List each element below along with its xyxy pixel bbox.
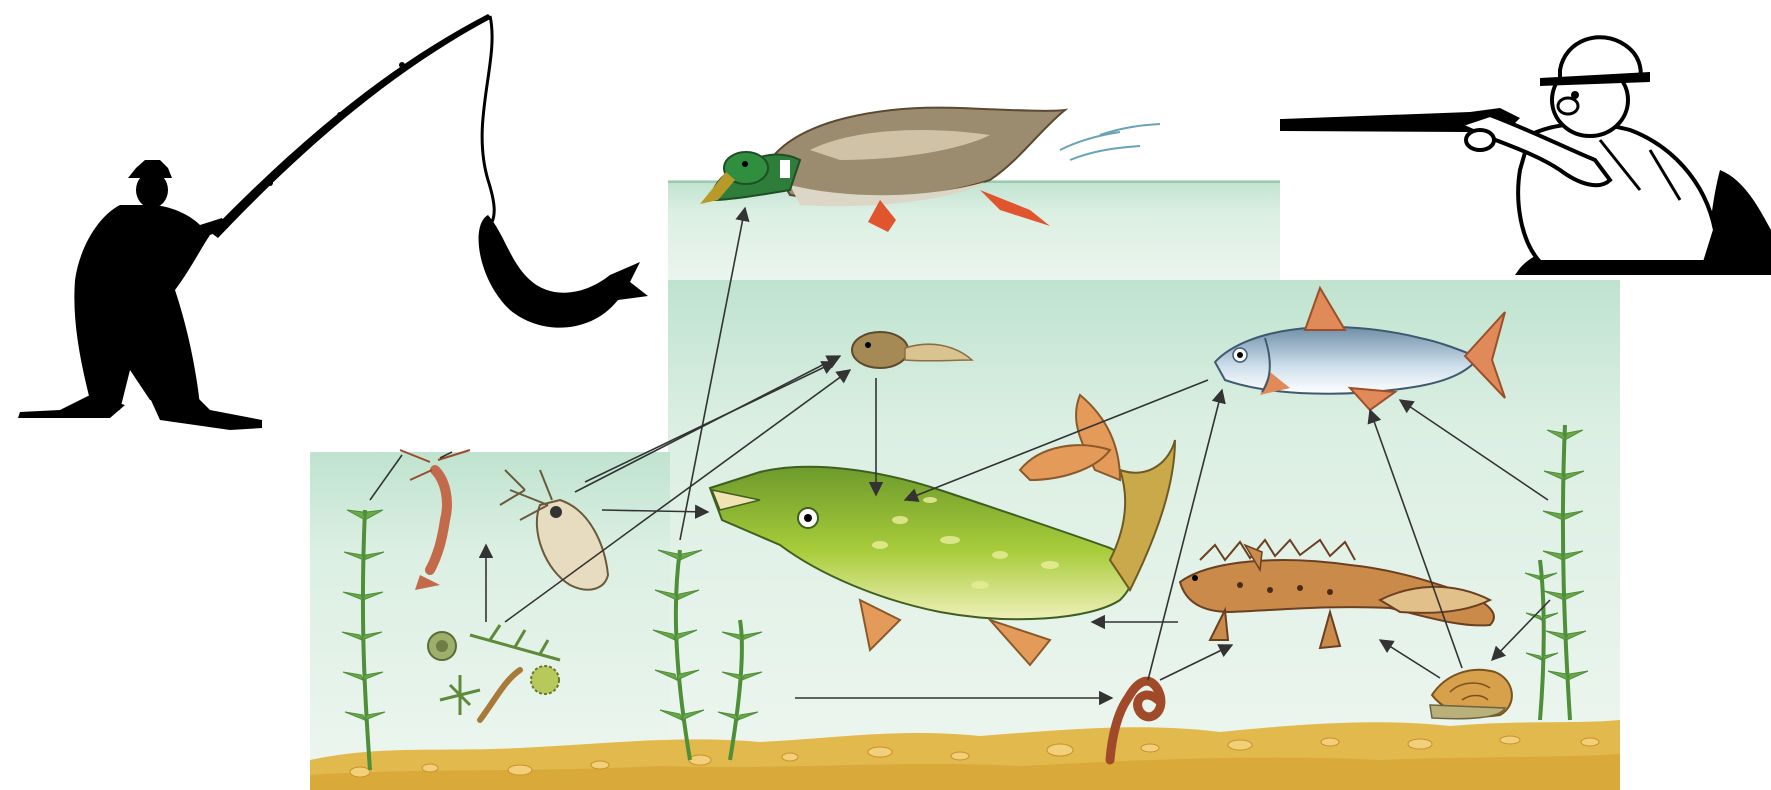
- fisherman-silhouette: [18, 14, 648, 430]
- hunter-with-rifle: [1280, 37, 1771, 275]
